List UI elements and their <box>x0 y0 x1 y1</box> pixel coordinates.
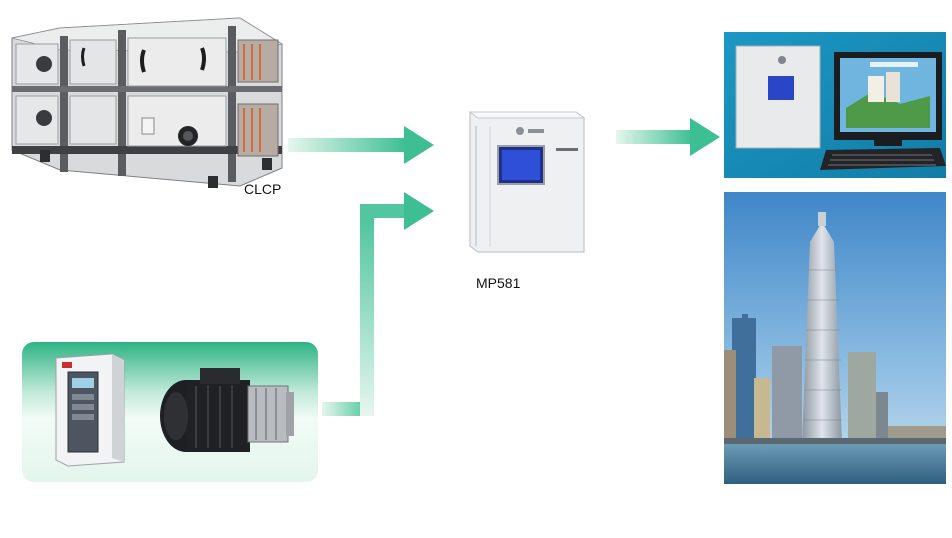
arrow-drive-to-mp581 <box>322 192 434 416</box>
pump-motor-image <box>160 368 294 452</box>
mp581-label: MP581 <box>476 275 521 291</box>
clcp-label: CLCP <box>244 181 282 197</box>
drive-pump-panel <box>22 342 318 482</box>
arrow-clcp-to-mp581 <box>288 126 434 164</box>
arrow-mp581-to-workstation <box>616 118 720 156</box>
clcp-unit-image <box>11 17 284 188</box>
mp581-controller-image <box>468 111 586 253</box>
workstation-image <box>724 32 946 178</box>
city-skyline-image <box>724 192 946 484</box>
frequency-drive-image <box>55 353 125 467</box>
